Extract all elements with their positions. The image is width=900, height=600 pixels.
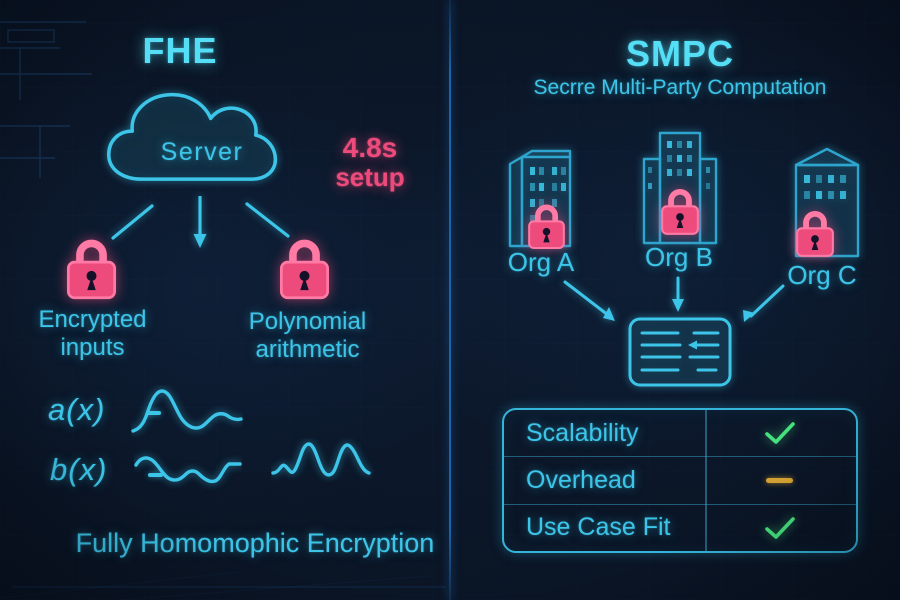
floor-grid-decoration <box>0 571 446 600</box>
encrypted-inputs-line2: inputs <box>60 334 125 362</box>
smpc-subtitle: Secrre Multi-Party Computation <box>533 76 827 99</box>
setup-time-value: 4.8s <box>342 132 398 163</box>
table-row: Scalability <box>504 410 856 456</box>
shared-ledger-card-icon <box>628 317 732 387</box>
table-row-label: Use Case Fit <box>526 513 671 542</box>
padlock-icon <box>276 225 333 301</box>
table-row-label: Overhead <box>526 465 636 494</box>
comparison-table: Scalability Overhead Use Case Fit <box>502 408 858 553</box>
poly-a-label: a(x) <box>48 392 106 427</box>
table-row-status <box>704 477 856 484</box>
poly-b-label: b(x) <box>50 452 108 487</box>
fhe-caption: Fully Homomophic Encryption <box>75 528 435 558</box>
fan-out-arrows-icon <box>111 196 290 248</box>
table-column-divider <box>705 410 707 551</box>
panel-divider <box>449 0 451 600</box>
server-label: Server <box>160 138 244 166</box>
waveform-c-icon <box>271 442 371 477</box>
waveform-b-icon <box>134 456 242 484</box>
smpc-title: SMPC <box>625 33 734 74</box>
polynomial-line1: Polynomial <box>248 308 367 335</box>
table-row-status <box>704 421 856 445</box>
encrypted-inputs-line1: Encrypted <box>38 306 147 333</box>
padlock-icon <box>658 178 702 236</box>
polynomial-arithmetic-label: Polynomial arithmetic <box>230 308 385 364</box>
encrypted-inputs-label: Encrypted inputs <box>20 306 165 362</box>
table-row: Overhead <box>504 456 856 503</box>
padlock-icon <box>63 225 120 301</box>
dash-icon <box>766 477 794 484</box>
check-icon <box>765 422 795 444</box>
waveform-a-icon <box>131 389 243 433</box>
table-row-status <box>704 516 856 540</box>
check-icon <box>765 517 795 539</box>
setup-time-label: setup <box>335 162 405 193</box>
table-row: Use Case Fit <box>504 503 856 551</box>
padlock-icon <box>525 194 568 250</box>
org-b-label: Org B <box>645 242 713 272</box>
polynomial-line2: arithmetic <box>255 336 360 364</box>
fhe-title: FHE <box>142 30 218 71</box>
setup-time-badge: 4.8s setup <box>325 132 415 192</box>
table-row-label: Scalability <box>526 418 639 447</box>
padlock-icon <box>793 200 837 258</box>
